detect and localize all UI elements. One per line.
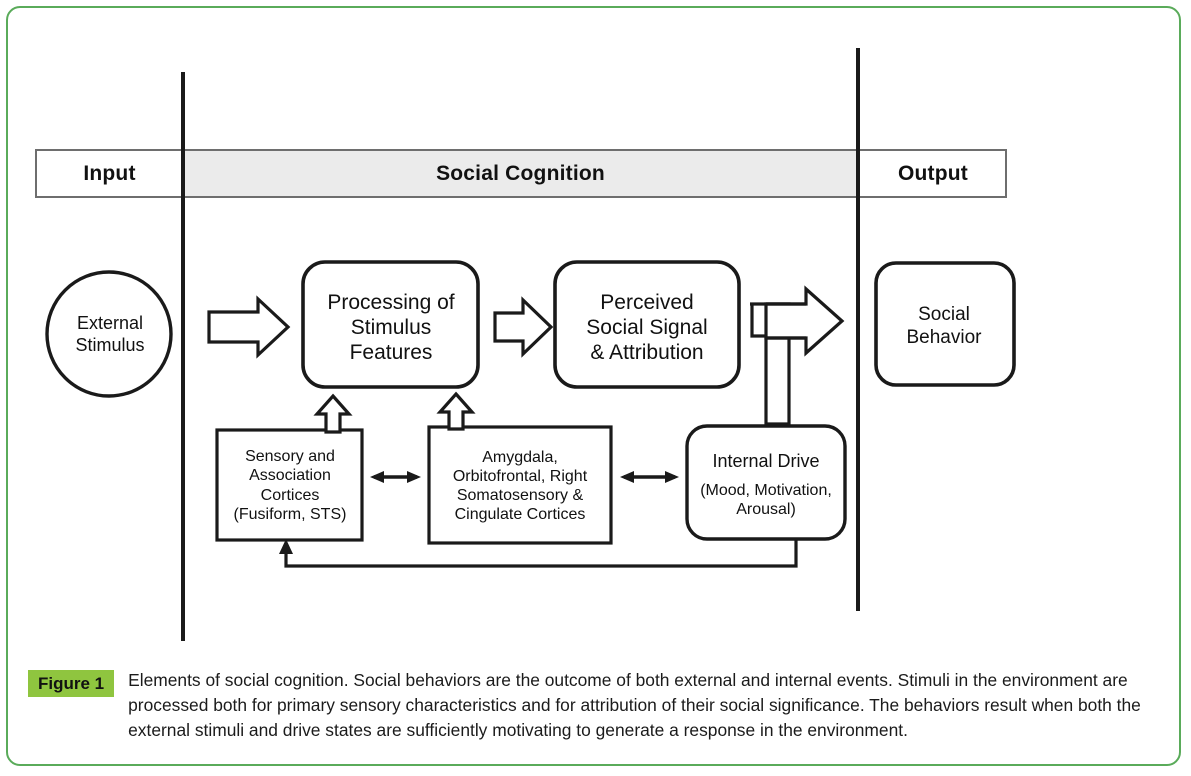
- arrow-sensory-amygdala-bidirectional: [370, 471, 421, 483]
- node-processing-of-stimulus-features: [301, 260, 480, 389]
- arrow-amygdala-up-to-perceived: [436, 391, 476, 431]
- figure-caption-text: Elements of social cognition. Social beh…: [128, 670, 1141, 741]
- arrow-amygdala-internal-bidirectional: [620, 471, 679, 483]
- node-internal-drive: [685, 424, 847, 541]
- arrow-sensory-up-to-processing: [313, 393, 353, 434]
- node-label-perceived-social-signal: Perceived Social Signal & Attribution: [586, 290, 708, 365]
- node-label-amygdala-cortices: Amygdala, Orbitofrontal, Right Somatosen…: [452, 448, 588, 524]
- band-label-social-cognition: Social Cognition: [436, 161, 605, 185]
- node-social-behavior: [874, 261, 1016, 387]
- node-label-internal-drive: Internal Drive (Mood, Motivation, Arousa…: [700, 450, 832, 519]
- diagram-canvas: Input Social Cognition Output External S…: [35, 48, 1016, 641]
- phase-band: [35, 149, 1007, 198]
- band-label-output: Output: [897, 161, 968, 185]
- node-label-external-stimulus: External Stimulus: [75, 313, 145, 355]
- arrow-processing-to-perceived: [493, 296, 554, 358]
- arrow-internal-drive-feedback: [279, 539, 798, 568]
- band-label-input: Input: [83, 161, 136, 185]
- figure-number-badge: Figure 1: [28, 670, 115, 697]
- node-perceived-social-signal: [553, 260, 741, 389]
- node-label-processing-of-stimulus-features: Processing of Stimulus Features: [327, 290, 455, 365]
- arrow-stimulus-to-processing: [207, 295, 291, 359]
- node-external-stimulus: [45, 270, 173, 398]
- diagram-vector-layer: [35, 48, 1016, 641]
- node-sensory-association-cortices: [215, 428, 364, 542]
- node-label-social-behavior: Social Behavior: [906, 304, 982, 348]
- figure-caption-row: Figure 1 Elements of social cognition. S…: [28, 668, 1168, 743]
- node-label-sensory-association-cortices: Sensory and Association Cortices (Fusifo…: [233, 448, 347, 523]
- node-amygdala-cortices: [427, 425, 613, 545]
